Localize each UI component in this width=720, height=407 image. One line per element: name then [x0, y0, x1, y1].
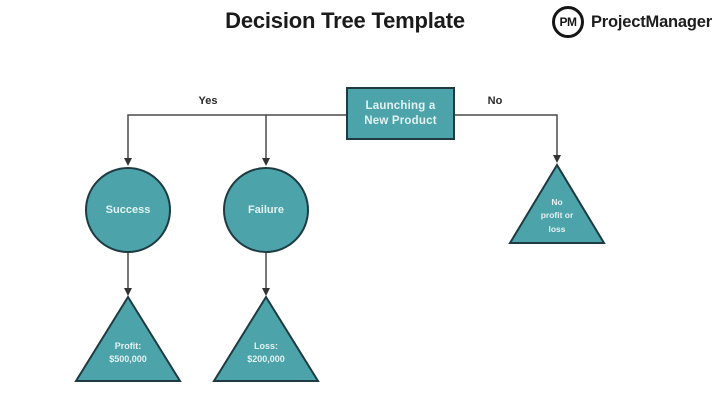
- logo-wordmark: ProjectManager: [591, 12, 712, 31]
- arrowhead-neutral-icon: [553, 155, 561, 163]
- neutral-node-shape: [508, 163, 606, 244]
- failure-node-shape: [223, 167, 309, 253]
- no-branch-connector: [454, 114, 558, 155]
- yes-branch-label: Yes: [198, 95, 218, 107]
- no-branch-label: No: [487, 95, 503, 107]
- page-title: Decision Tree Template: [225, 8, 465, 33]
- arrowhead-failure-icon: [262, 158, 270, 166]
- pm-monogram-icon: PM: [552, 6, 584, 38]
- success-node-shape: [85, 167, 171, 253]
- decision-node-shape: [346, 87, 455, 140]
- profit-node-shape: [74, 295, 182, 382]
- loss-node-shape: [212, 295, 320, 382]
- projectmanager-logo: PM ProjectManager: [552, 6, 712, 38]
- arrowhead-loss-icon: [262, 288, 270, 296]
- arrowhead-success-icon: [124, 158, 132, 166]
- yes-branch-connector: [127, 114, 347, 158]
- arrowhead-profit-icon: [124, 288, 132, 296]
